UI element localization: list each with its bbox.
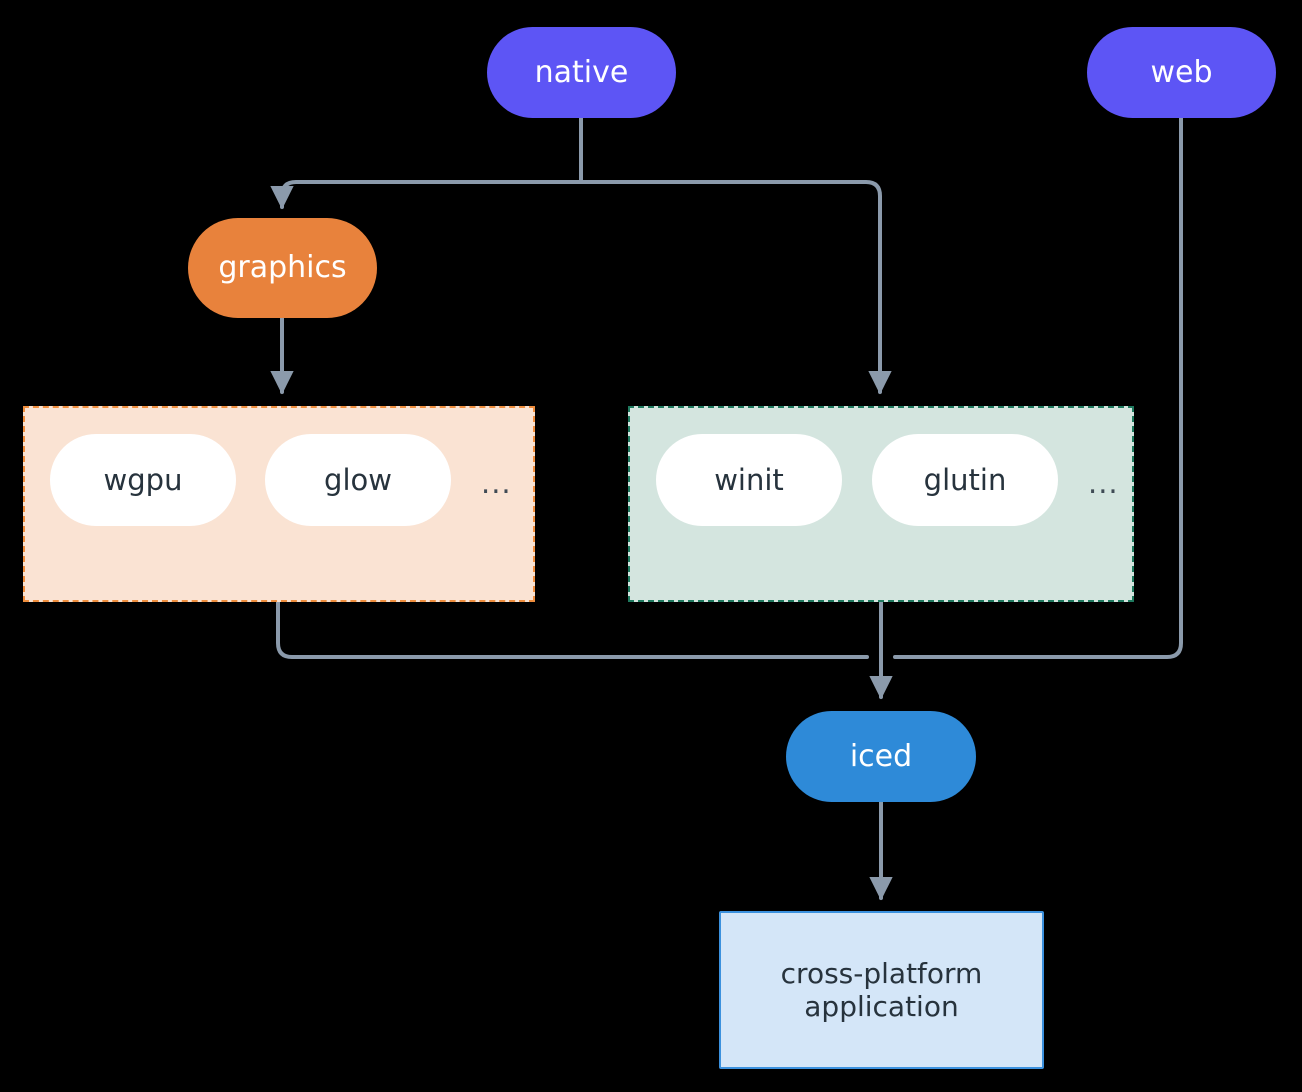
shells-overflow-ellipsis: ... [1088, 466, 1119, 500]
edge-renderers-to-bus [276, 600, 869, 659]
node-native[interactable]: native [487, 27, 676, 118]
node-web[interactable]: web [1087, 27, 1276, 118]
leaf-winit-label: winit [714, 463, 784, 497]
leaf-winit[interactable]: winit [656, 434, 842, 526]
node-graphics[interactable]: graphics [188, 218, 377, 318]
edge-native-to-graphics [270, 180, 583, 210]
node-native-label: native [534, 54, 629, 90]
leaf-glow-label: glow [324, 463, 392, 497]
leaf-glutin[interactable]: glutin [872, 434, 1058, 526]
edge-native-to-shells [579, 180, 892, 395]
node-iced[interactable]: iced [786, 711, 976, 802]
leaf-glow[interactable]: glow [265, 434, 451, 526]
leaf-wgpu[interactable]: wgpu [50, 434, 236, 526]
edge-web-to-bus [893, 116, 1183, 659]
leaf-wgpu-label: wgpu [103, 463, 183, 497]
node-application[interactable]: cross-platform application [719, 911, 1044, 1069]
renderers-overflow-ellipsis: ... [481, 466, 512, 500]
node-web-label: web [1150, 54, 1213, 90]
node-graphics-label: graphics [218, 250, 347, 286]
node-application-label: cross-platform application [780, 956, 983, 1023]
leaf-glutin-label: glutin [923, 463, 1007, 497]
node-iced-label: iced [849, 738, 913, 774]
